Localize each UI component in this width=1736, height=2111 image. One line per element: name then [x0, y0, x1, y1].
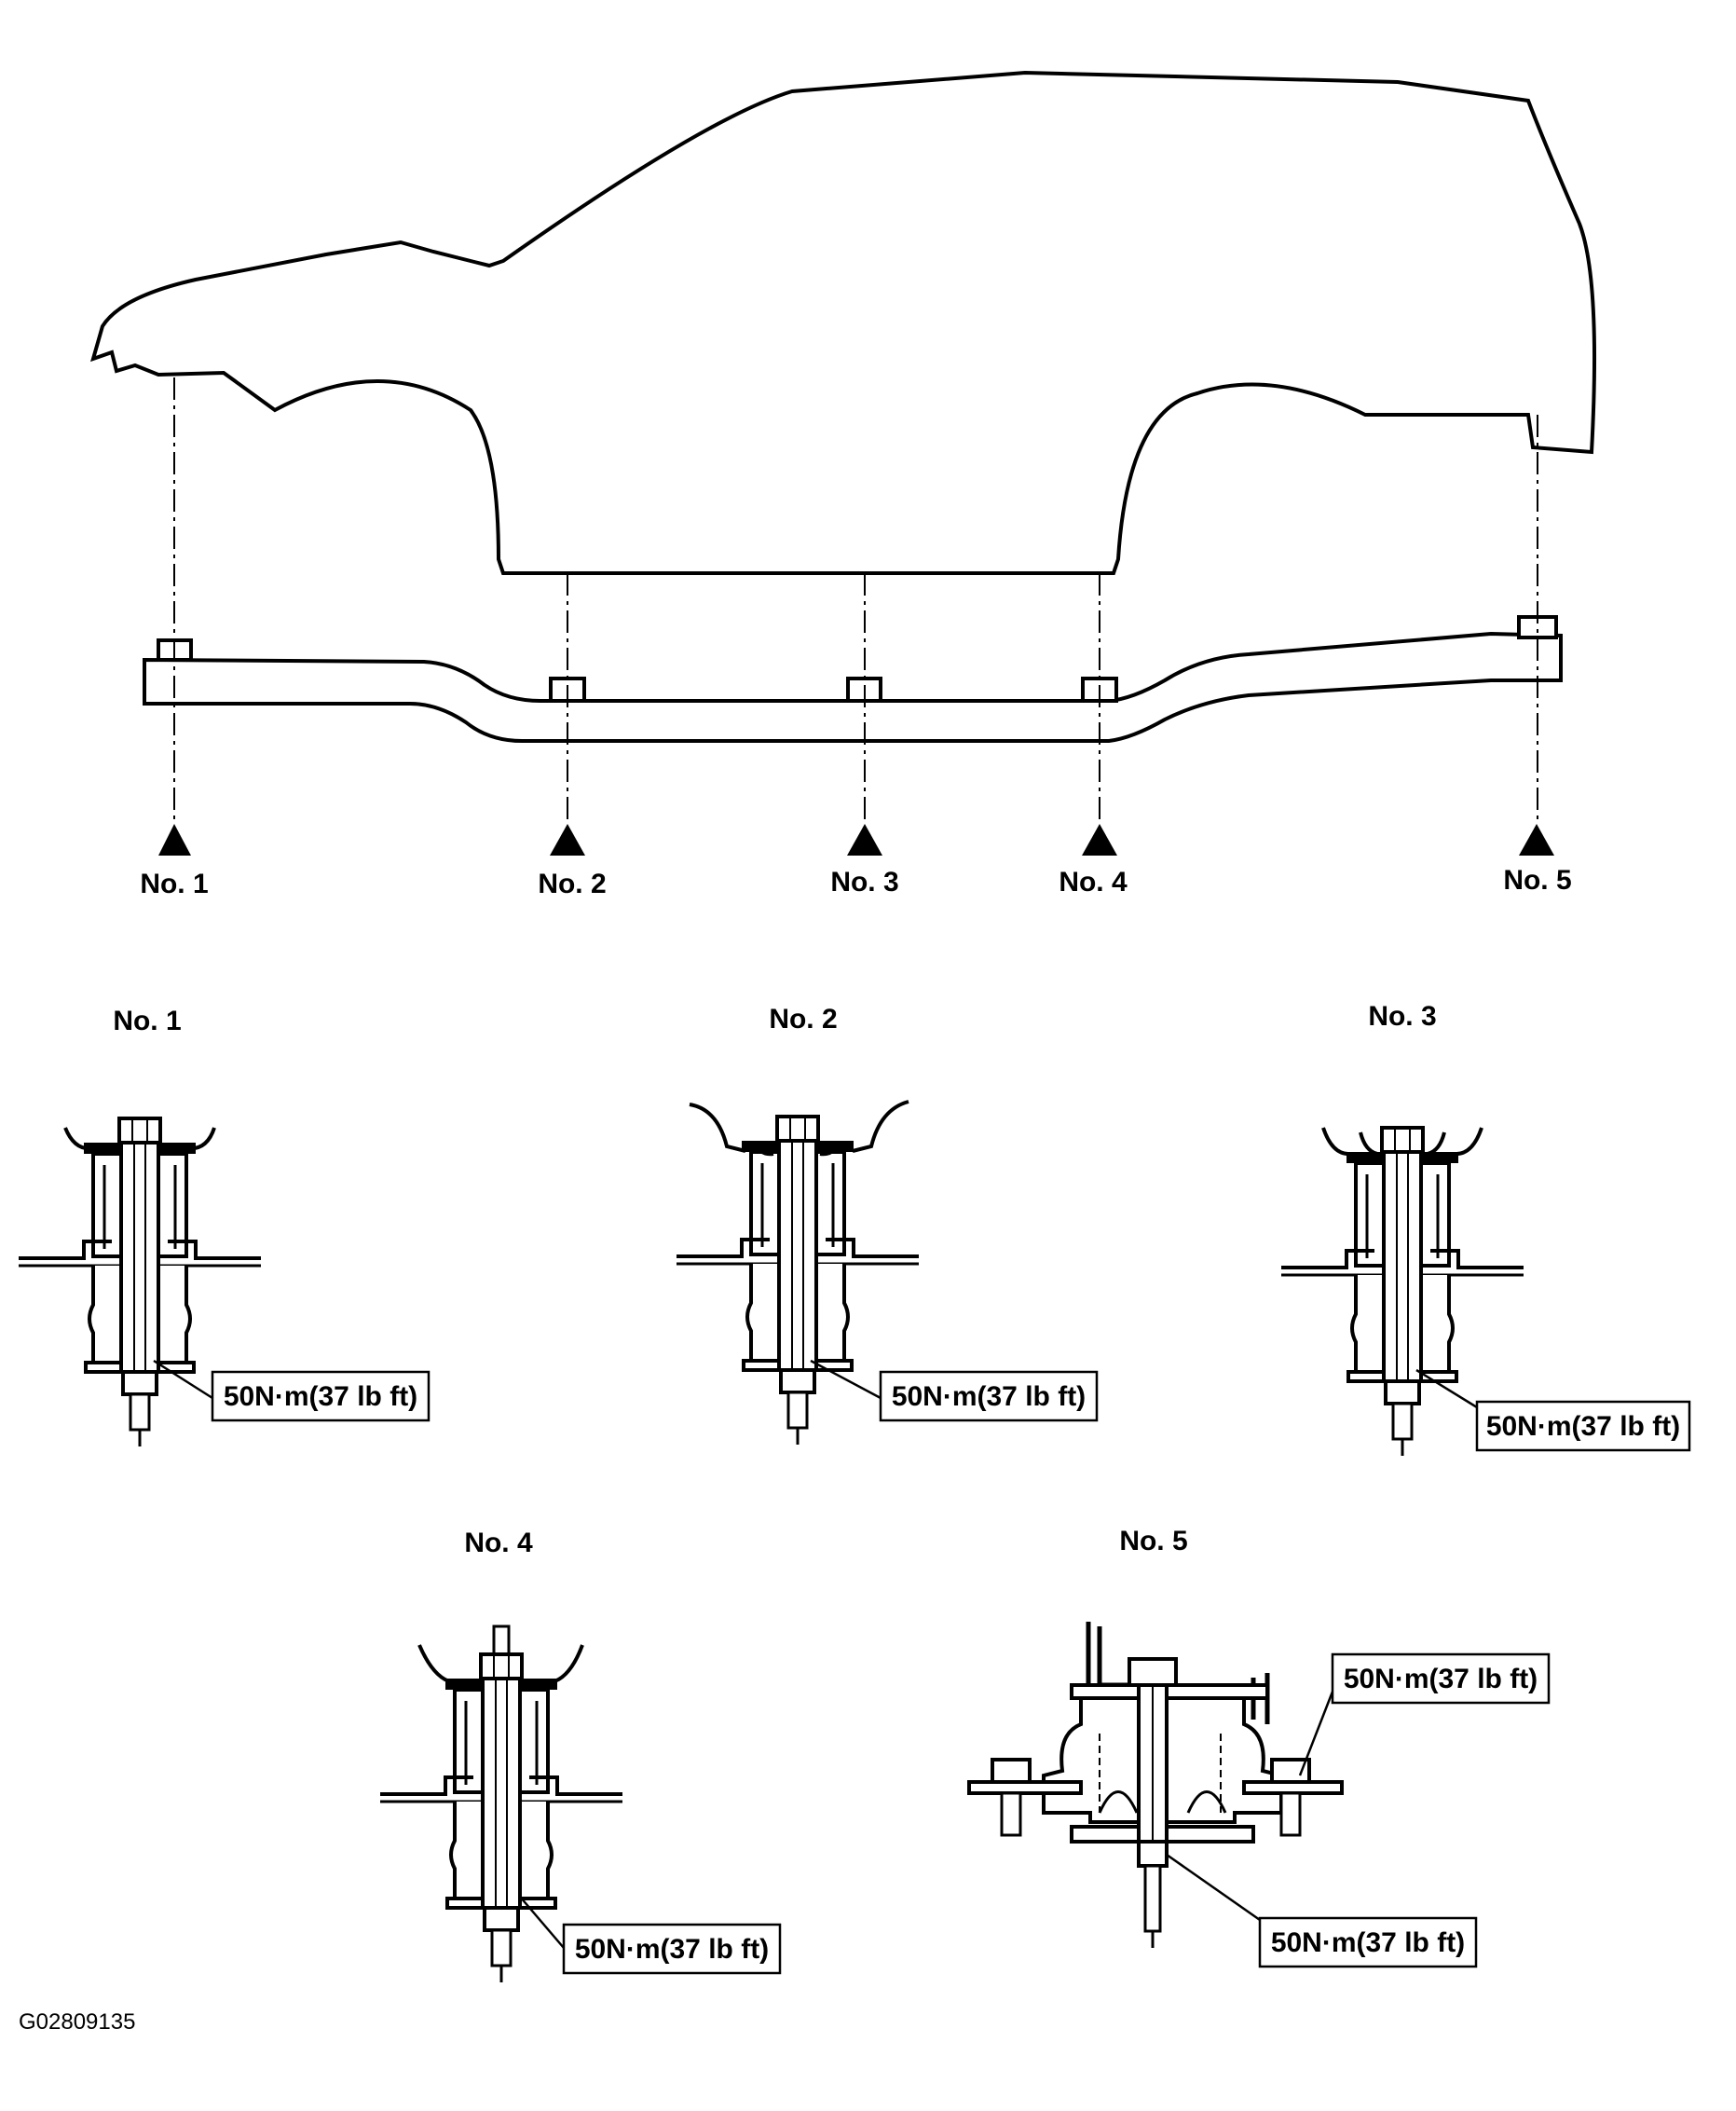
detail-title-1: No. 1	[113, 1006, 181, 1036]
detail-no5: No. 5 50N·m(37 lb ft) 50N·m(37 lb ft)	[967, 1526, 1551, 1968]
location-arrows	[158, 824, 1554, 856]
detail-no4: No. 4 50N·m(37 lb ft)	[378, 1528, 782, 1984]
location-label-5: No. 5	[1503, 865, 1571, 896]
mount-center-lines	[173, 377, 1538, 825]
location-label-4: No. 4	[1059, 867, 1128, 898]
detail-title-3: No. 3	[1368, 1001, 1436, 1032]
torque-callout-1: 50N·m(37 lb ft)	[224, 1381, 417, 1412]
torque-callout-4: 50N·m(37 lb ft)	[575, 1934, 769, 1965]
detail-title-2: No. 2	[769, 1004, 837, 1035]
location-label-3: No. 3	[830, 867, 898, 898]
torque-callout-2: 50N·m(37 lb ft)	[892, 1381, 1086, 1412]
detail-title-4: No. 4	[464, 1528, 533, 1558]
torque-callout-5-lower: 50N·m(37 lb ft)	[1271, 1927, 1465, 1958]
triangle-marker-icon	[1519, 824, 1554, 856]
triangle-marker-icon	[550, 824, 585, 856]
triangle-marker-icon	[847, 824, 882, 856]
detail-no2: No. 2 50N·m(37 lb ft)	[675, 1004, 1099, 1446]
frame-rail	[143, 615, 1563, 743]
torque-callout-5-upper: 50N·m(37 lb ft)	[1344, 1664, 1538, 1694]
torque-callout-3: 50N·m(37 lb ft)	[1486, 1411, 1680, 1442]
detail-no3: No. 3 50N·m(37 lb ft)	[1279, 1001, 1691, 1458]
triangle-marker-icon	[1082, 824, 1117, 856]
detail-title-5: No. 5	[1119, 1526, 1187, 1556]
location-label-1: No. 1	[140, 869, 208, 899]
triangle-marker-icon	[158, 824, 191, 856]
detail-no1: No. 1 50N·m(37 lb ft)	[17, 1006, 431, 1448]
location-label-2: No. 2	[538, 869, 606, 899]
figure-id: G02809135	[19, 2009, 135, 2035]
vehicle-body-outline	[90, 70, 1597, 575]
